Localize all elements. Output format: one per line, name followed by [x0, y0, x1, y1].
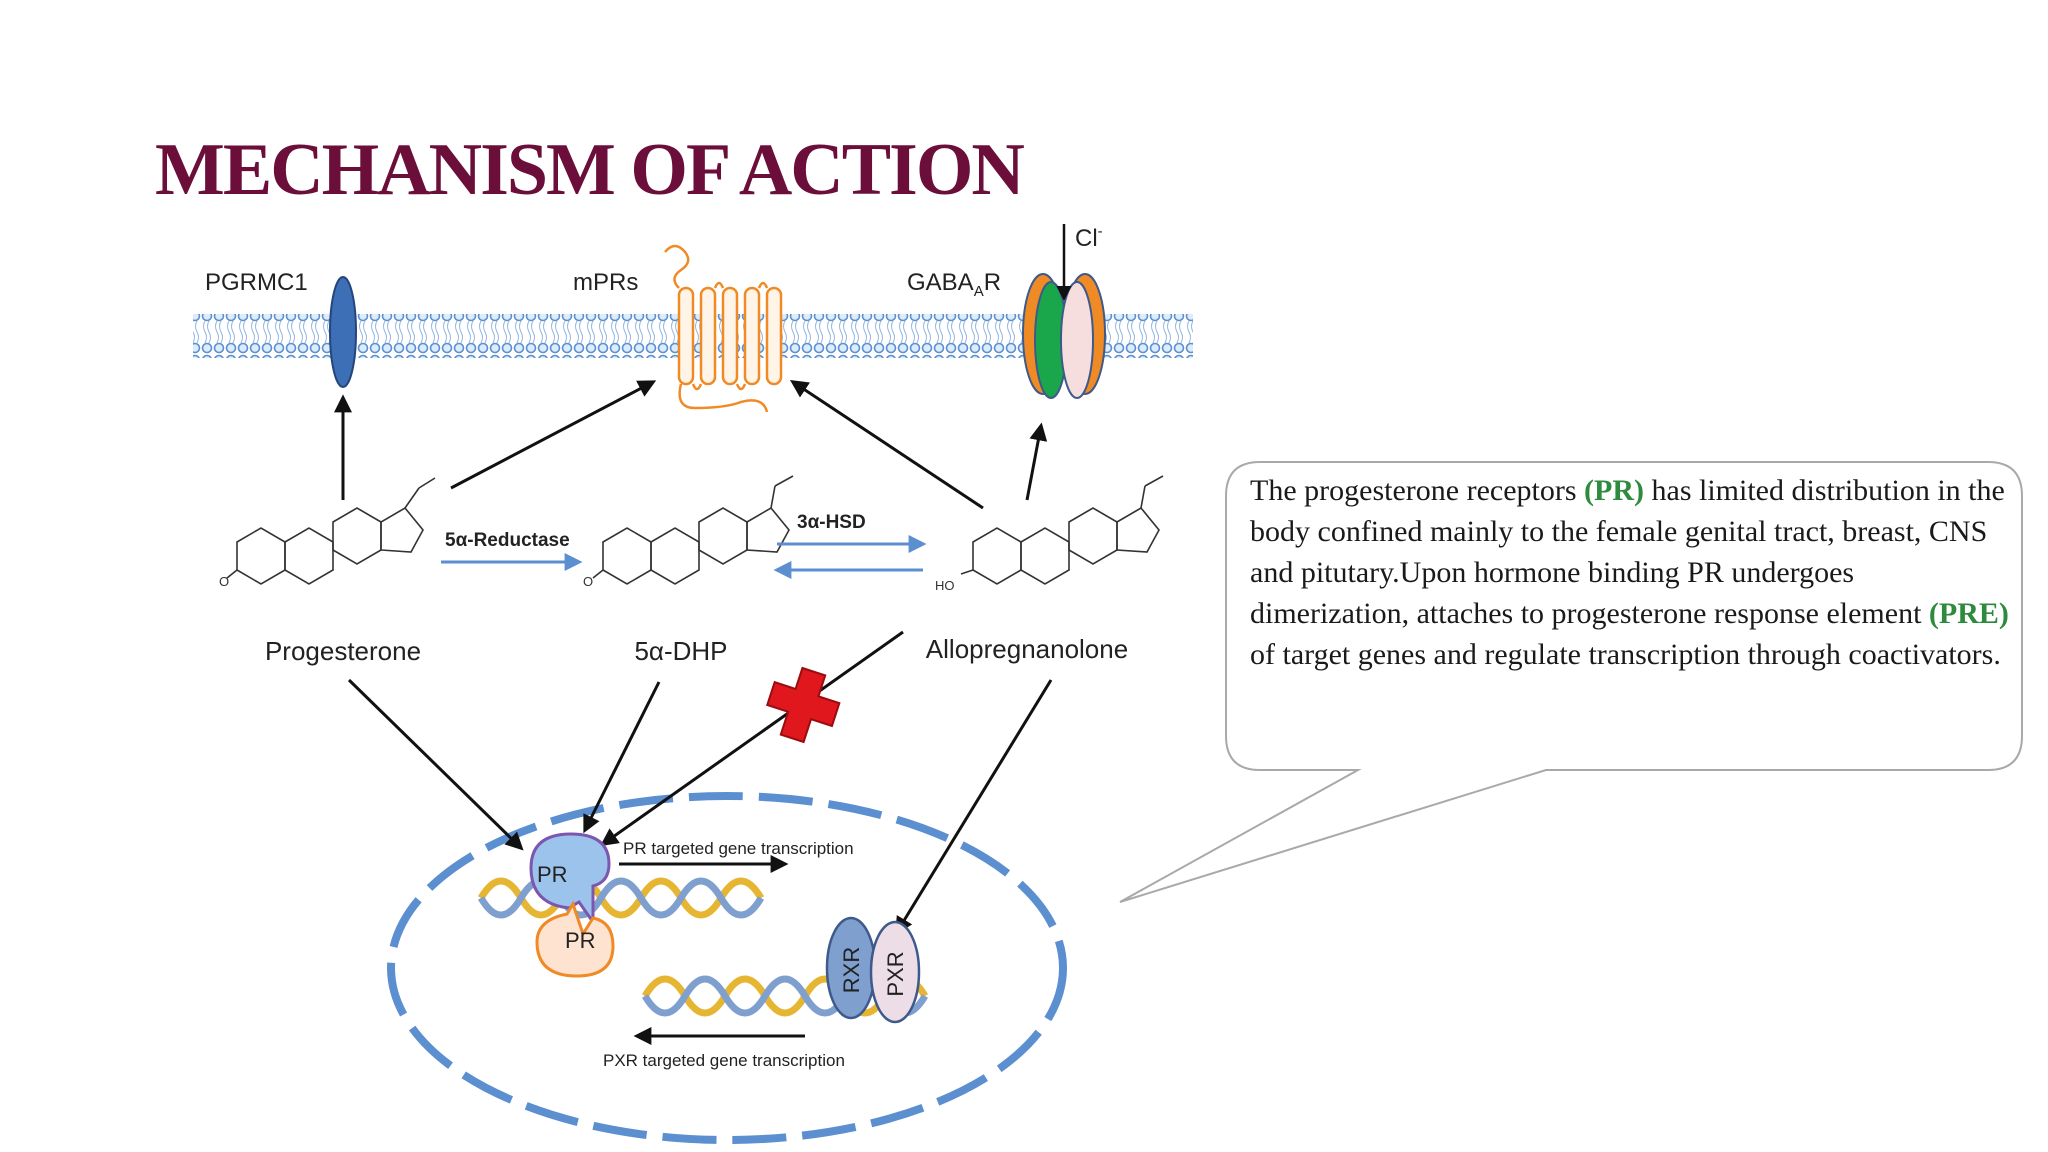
dhp-to-pr-arrow [583, 681, 661, 834]
dhp-oxygen-label: O [583, 574, 593, 589]
nucleus-envelope [387, 792, 1067, 1144]
allopregnanolone-to-mprs-arrow [789, 380, 984, 510]
allopregnanolone-label: Allopregnanolone [926, 634, 1128, 664]
blocked-cross [766, 666, 841, 744]
allopregnanolone-to-pr-arrow [600, 630, 904, 847]
progesterone-to-pr-arrow [347, 678, 524, 851]
pr-bottom-label: PR [565, 928, 596, 953]
progesterone-label: Progesterone [265, 636, 421, 666]
gaba-label: GABAAR [907, 269, 1001, 300]
allopregnanolone-hydroxyl-label: HO [935, 578, 955, 593]
mprs-label: mPRs [573, 269, 638, 296]
pxr-label: PXR [883, 951, 908, 996]
pr-receptor-top [529, 832, 611, 927]
dhp-structure [592, 475, 794, 585]
pxr-receptor [869, 920, 921, 1024]
callout-text-part2: has limited distribution in the body con… [1250, 474, 2005, 630]
pr-top-label: PR [537, 862, 568, 887]
pr-dna-helix [477, 877, 765, 919]
rxr-label: RXR [839, 947, 864, 993]
allopregnanolone-structure [960, 475, 1164, 585]
progesterone-to-mprs-arrow [450, 380, 657, 490]
gaba-receptor [1022, 273, 1106, 399]
mechanism-diagram: PGRMC1 mPRs GABAAR Cl- O [193, 223, 1193, 1144]
pr-receptor-bottom [535, 900, 615, 978]
progesterone-oxygen-label: O [219, 574, 229, 589]
progesterone-structure [226, 477, 436, 585]
hsd-label: 3α-HSD [797, 512, 866, 533]
pr-transcription-label: PR targeted gene transcription [623, 839, 854, 858]
reductase-label: 5α-Reductase [445, 530, 570, 551]
allopregnanolone-to-gaba-arrow [1025, 422, 1048, 501]
pgrmc1-receptor [329, 276, 357, 388]
callout-text-part3: of target genes and regulate transcripti… [1250, 638, 2001, 671]
callout-text-part1: The progesterone receptors [1250, 474, 1585, 507]
slide-title: MECHANISM OF ACTION [155, 129, 1025, 211]
callout-text: The progesterone receptors (PR) has limi… [1250, 470, 2010, 675]
nucleus-envelope-inner [397, 802, 1057, 1134]
pxr-transcription-label: PXR targeted gene transcription [603, 1051, 845, 1070]
allopregnanolone-to-pxr-arrow [895, 679, 1053, 936]
pgrmc1-label: PGRMC1 [205, 269, 308, 296]
mprs-receptor [664, 244, 783, 413]
chloride-label: Cl- [1075, 223, 1103, 252]
callout-pr-highlight: (PR) [1584, 474, 1644, 507]
dhp-label: 5α-DHP [634, 636, 727, 666]
callout-pre-highlight: (PRE) [1928, 597, 2009, 630]
